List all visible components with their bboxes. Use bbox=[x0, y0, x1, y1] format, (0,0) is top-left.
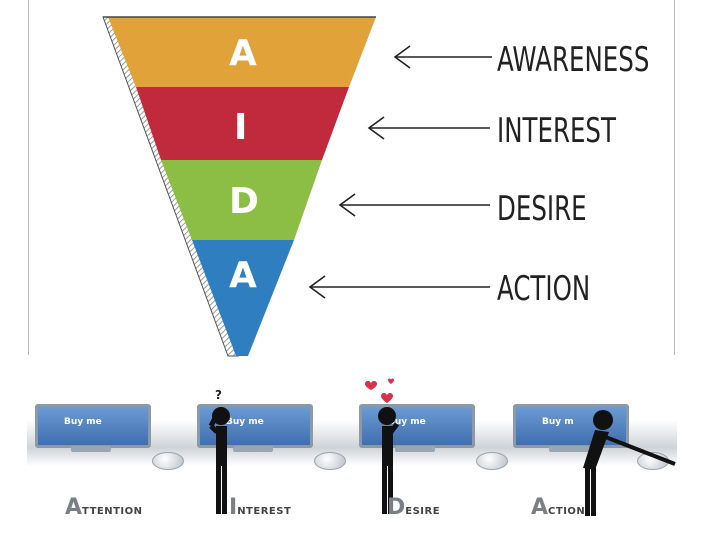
mouse-icon bbox=[152, 452, 184, 470]
aida-sequence-strip: Buy me ATTENTION Buy me ? INTEREST Buy m bbox=[27, 372, 677, 540]
caption-interest: INTEREST bbox=[229, 495, 292, 520]
scene-desire: Buy me DESIRE bbox=[351, 372, 511, 540]
stage-label-interest: INTEREST bbox=[497, 111, 616, 151]
funnel-band-desire bbox=[161, 160, 322, 240]
monitor-stand bbox=[233, 446, 273, 452]
funnel-letter-d: D bbox=[229, 181, 259, 222]
mouse-icon bbox=[314, 452, 346, 470]
monitor-stand bbox=[395, 446, 435, 452]
question-mark-icon: ? bbox=[215, 388, 222, 402]
arrow-icon-awareness bbox=[393, 45, 492, 69]
arrow-icon-action bbox=[308, 275, 490, 299]
scene-attention: Buy me ATTENTION bbox=[27, 372, 187, 540]
frame-left-border bbox=[28, 0, 29, 355]
caption-attention: ATTENTION bbox=[65, 495, 143, 520]
monitor-stand bbox=[549, 446, 589, 452]
frame-right-border bbox=[674, 0, 675, 355]
scene-action: Buy m ACTION bbox=[513, 372, 676, 540]
monitor: Buy me bbox=[359, 404, 475, 448]
buy-button-label: Buy m bbox=[542, 417, 574, 427]
funnel-letter-a-bottom: A bbox=[229, 255, 257, 296]
funnel-letter-i: I bbox=[234, 107, 248, 148]
stick-figure-reaching bbox=[583, 410, 676, 516]
monitor-stand bbox=[71, 446, 111, 452]
caption-action: ACTION bbox=[531, 495, 586, 520]
funnel-band-awareness bbox=[108, 17, 376, 87]
mouse-icon bbox=[476, 452, 508, 470]
scene-interest: Buy me ? INTEREST bbox=[189, 372, 349, 540]
stage-label-awareness: AWARENESS bbox=[497, 40, 650, 80]
hearts-icon bbox=[365, 378, 394, 403]
caption-desire: DESIRE bbox=[387, 495, 441, 520]
stick-figure-thinking bbox=[208, 407, 230, 514]
buy-button-label: Buy me bbox=[64, 417, 102, 427]
aida-funnel bbox=[102, 16, 492, 357]
stage-label-action: ACTION bbox=[497, 269, 591, 309]
funnel-band-action bbox=[192, 240, 294, 356]
stick-figure-desire bbox=[378, 407, 399, 514]
funnel-letter-a-top: A bbox=[229, 33, 257, 74]
monitor: Buy me bbox=[35, 404, 151, 448]
stage-label-desire: DESIRE bbox=[497, 189, 587, 229]
buy-button-label: Buy me bbox=[388, 417, 426, 427]
buy-button-label: Buy me bbox=[226, 417, 264, 427]
funnel-band-interest bbox=[136, 87, 349, 160]
arrow-icon-desire bbox=[338, 193, 490, 217]
arrow-icon-interest bbox=[367, 116, 490, 140]
